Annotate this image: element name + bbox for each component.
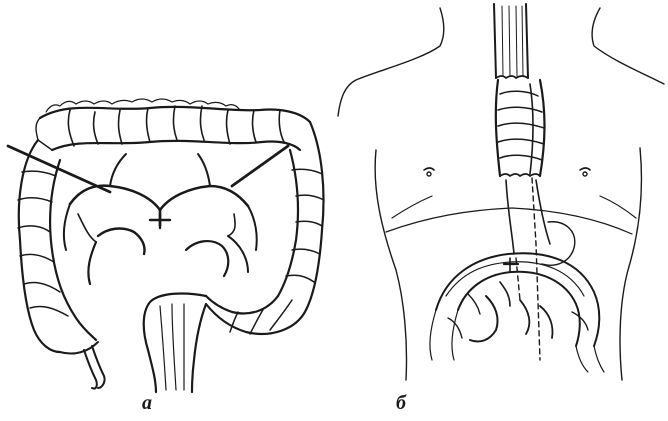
torso-outline [338, 8, 664, 380]
panel-label-a: а [142, 392, 152, 415]
transverse-colon [36, 99, 310, 150]
panel-a-illustration [8, 99, 324, 392]
esophagus [494, 4, 528, 78]
ascending-colon [18, 140, 105, 389]
colon-graft [496, 80, 550, 254]
resection-lines [8, 146, 288, 192]
sigmoid-colon [206, 296, 306, 334]
panel-b-illustration [338, 4, 664, 380]
rectum [144, 294, 206, 392]
mesenteric-vessels [64, 154, 257, 284]
panel-label-b: б [396, 392, 406, 415]
abdominal-colon [430, 178, 604, 372]
